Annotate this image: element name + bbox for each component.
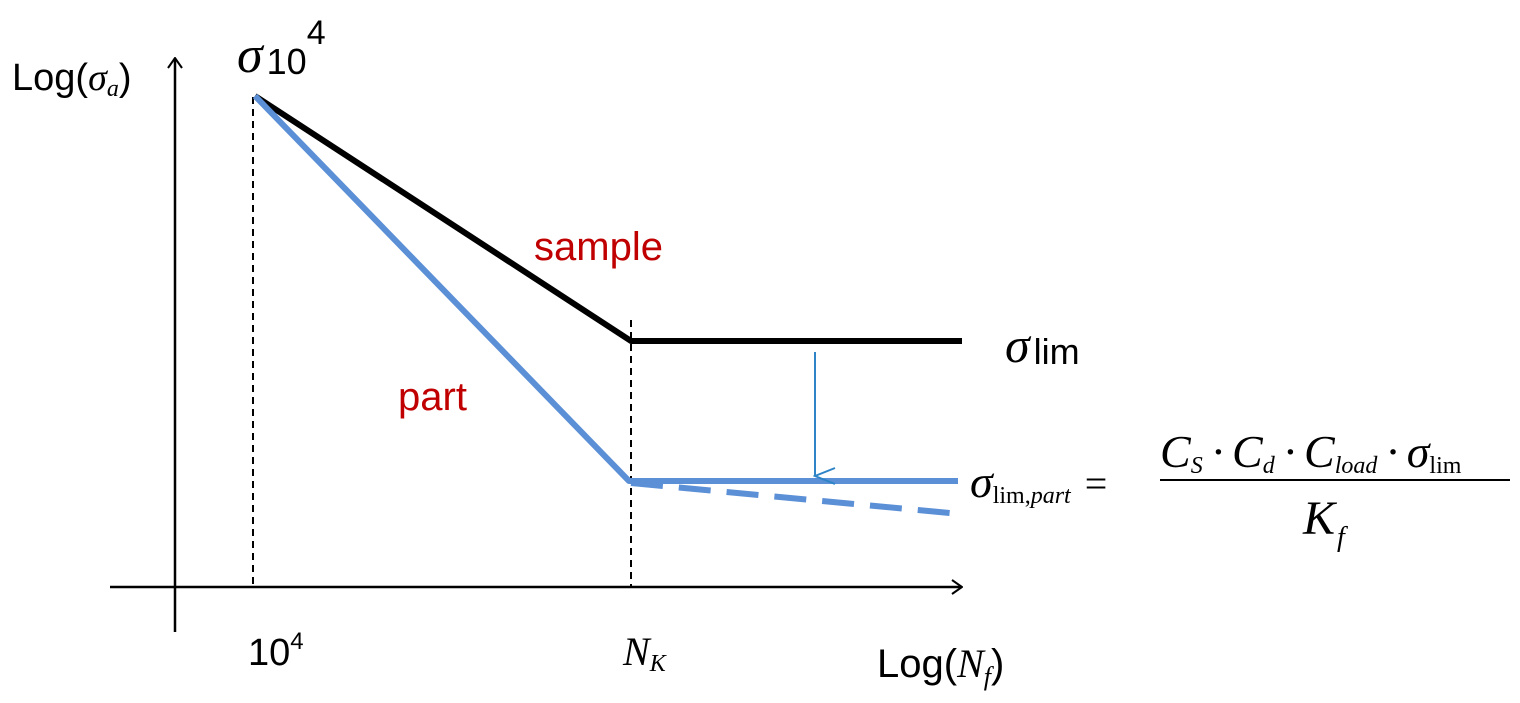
sigma-lim-part-label: σlim,part= xyxy=(970,456,1107,509)
x-axis-label: Log(Nf) xyxy=(877,641,1004,691)
part-label: part xyxy=(398,375,467,419)
sample-curve xyxy=(253,93,962,344)
part-curve-dashed-extension xyxy=(630,480,951,516)
y-axis-label: Log(σa) xyxy=(12,57,131,102)
sample-label: sample xyxy=(534,225,663,269)
formula-denominator: Kf xyxy=(1302,492,1348,553)
x-tick-nk: NK xyxy=(622,629,668,677)
part-curve xyxy=(252,93,958,484)
x-tick-10e4: 104 xyxy=(248,628,304,674)
formula-numerator: CS·Cd·Cload·σlim xyxy=(1160,426,1462,479)
